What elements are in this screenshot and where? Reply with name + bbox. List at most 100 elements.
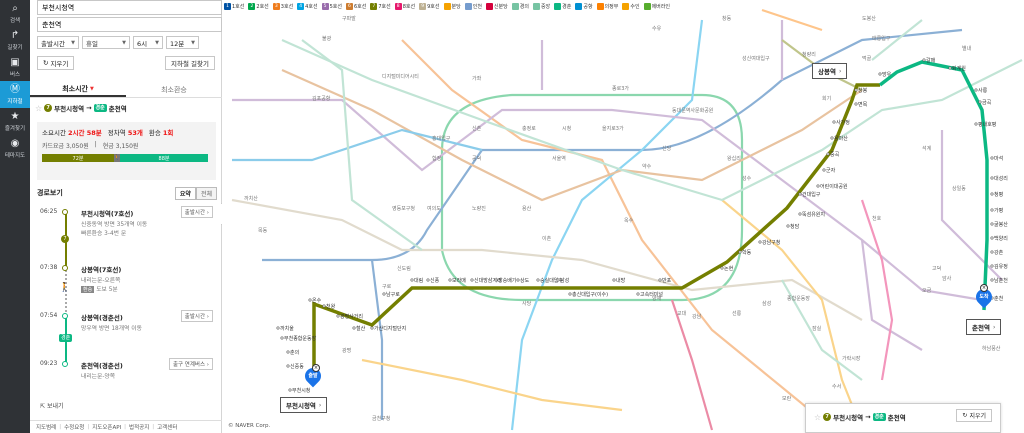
station-label[interactable]: 굴봉산 (994, 221, 1008, 228)
map-station-label[interactable]: 노량진 (472, 205, 486, 212)
map-station-label[interactable]: 홍대입구 (432, 135, 451, 142)
station-label[interactable]: 면목 (858, 101, 868, 108)
map-station-label[interactable]: 여의도 (427, 205, 441, 212)
map-station-label[interactable]: 동대문역사문화공원 (672, 107, 714, 114)
exit-bus-button[interactable]: 출구 연계버스 › (168, 358, 213, 370)
map-station-label[interactable]: 신촌 (472, 125, 482, 132)
station-dot[interactable] (448, 278, 452, 282)
station-label[interactable]: 어린이대공원 (820, 183, 848, 190)
map-station-label[interactable]: 천호 (872, 215, 882, 222)
map-station-label[interactable]: 디지털미디어시티 (382, 73, 419, 80)
station-label[interactable]: 남성 (560, 277, 569, 284)
map-station-label[interactable]: 영등포구청 (392, 205, 415, 212)
map-station-label[interactable]: 용산 (522, 205, 532, 212)
close-icon[interactable]: × (312, 364, 320, 372)
map-station-label[interactable]: 먹골 (862, 55, 872, 62)
station-dot[interactable] (636, 292, 640, 296)
map-station-label[interactable]: 광명 (342, 347, 351, 354)
station-dot[interactable] (990, 192, 994, 196)
map-station-label[interactable]: 수서 (832, 383, 841, 390)
station-dot[interactable] (276, 326, 280, 330)
map-station-label[interactable]: 종합운동장 (787, 295, 810, 302)
departure-time-button[interactable]: 출발시간 › (180, 206, 213, 218)
station-dot[interactable] (826, 152, 830, 156)
station-label[interactable]: 마석 (994, 155, 1003, 162)
minute-select[interactable]: 12분▼ (166, 36, 199, 49)
map-station-label[interactable]: 왕십리 (727, 155, 741, 162)
map-station-label[interactable]: 충정로 (522, 125, 536, 132)
map-station-label[interactable]: 김포공항 (312, 95, 331, 102)
station-label[interactable]: 대림 (414, 277, 423, 284)
map-station-label[interactable]: 시청 (562, 126, 571, 132)
map-station-label[interactable]: 종로3가 (612, 85, 629, 92)
station-dot[interactable] (308, 298, 312, 302)
map-station-label[interactable]: 도봉산 (862, 15, 876, 22)
station-label[interactable]: 평내호평 (978, 121, 996, 128)
departure-time-button[interactable]: 출발시간 › (180, 310, 213, 322)
station-label[interactable]: 남구로 (386, 291, 400, 298)
hour-select[interactable]: 6시▼ (133, 36, 163, 49)
map-station-label[interactable]: 옥수 (624, 218, 634, 224)
reset-button[interactable]: ↻지우기 (37, 56, 75, 70)
station-dot[interactable] (322, 304, 326, 308)
station-label[interactable]: 반포 (662, 277, 672, 284)
station-label[interactable]: 강촌 (994, 249, 1004, 256)
rail-search[interactable]: ⌕검색 (9, 2, 21, 24)
station-dot[interactable] (990, 250, 994, 254)
station-label[interactable]: 부천종합운동장 (284, 335, 317, 342)
station-label[interactable]: 남춘천 (994, 277, 1008, 284)
station-label[interactable]: 보라매 (452, 277, 466, 284)
station-dot[interactable] (854, 88, 858, 92)
footer-link[interactable]: 지도오픈API (92, 425, 122, 431)
station-label[interactable]: 장승배기 (498, 277, 516, 284)
map-station-label[interactable]: 선릉 (732, 310, 742, 317)
map-station-label[interactable]: 구로 (382, 284, 392, 290)
station-dot[interactable] (990, 176, 994, 180)
view-summary-button[interactable]: 요약 (174, 186, 196, 200)
map-station-label[interactable]: 삼성 (762, 300, 771, 307)
station-dot[interactable] (974, 88, 978, 92)
rail-theme-map[interactable]: ◉테마지도 (4, 137, 26, 159)
station-label[interactable]: 숭실대입구 (540, 277, 563, 284)
station-label[interactable]: 강남구청 (762, 239, 780, 246)
map-station-label[interactable]: 청량리 (802, 51, 816, 58)
tab-min-time[interactable]: 최소시간▼ (30, 82, 126, 97)
station-dot[interactable] (516, 278, 520, 282)
map-station-label[interactable]: 공덕 (472, 155, 481, 162)
station-dot[interactable] (990, 264, 994, 268)
station-dot[interactable] (878, 72, 882, 76)
station-label[interactable]: 내방 (616, 277, 626, 284)
legend-item[interactable]: 신분당 (485, 3, 508, 10)
station-label[interactable]: 학동 (742, 249, 752, 256)
footer-link[interactable]: 지도범례 (36, 425, 57, 431)
map-station-label[interactable]: 고덕 (932, 265, 941, 272)
view-full-button[interactable]: 전체 (195, 186, 217, 200)
station-label[interactable]: 청담 (790, 223, 800, 230)
station-label[interactable]: 중곡 (830, 152, 840, 158)
station-dot[interactable] (758, 240, 762, 244)
station-dot[interactable] (568, 292, 572, 296)
station-dot[interactable] (798, 192, 802, 196)
map-station-label[interactable]: 별내 (962, 45, 972, 52)
station-label[interactable]: 춘의 (290, 349, 299, 356)
station-dot[interactable] (470, 278, 474, 282)
legend-item[interactable]: 에버라인 (643, 3, 670, 10)
station-label[interactable]: 갈매 (926, 57, 936, 64)
station-dot[interactable] (832, 120, 836, 124)
station-label[interactable]: 사릉 (978, 87, 988, 94)
map-station-label[interactable]: 가좌 (472, 75, 482, 82)
map-station-label[interactable]: 하남풍산 (982, 345, 1001, 352)
map-station-label[interactable]: 성수 (742, 175, 752, 182)
station-label[interactable]: 망우 (882, 71, 892, 78)
station-dot[interactable] (922, 58, 926, 62)
station-dot[interactable] (426, 278, 430, 282)
station-label[interactable]: 까치울 (280, 325, 294, 332)
chuncheon-callout[interactable]: 춘천역› (966, 319, 1002, 335)
station-dot[interactable] (990, 156, 994, 160)
